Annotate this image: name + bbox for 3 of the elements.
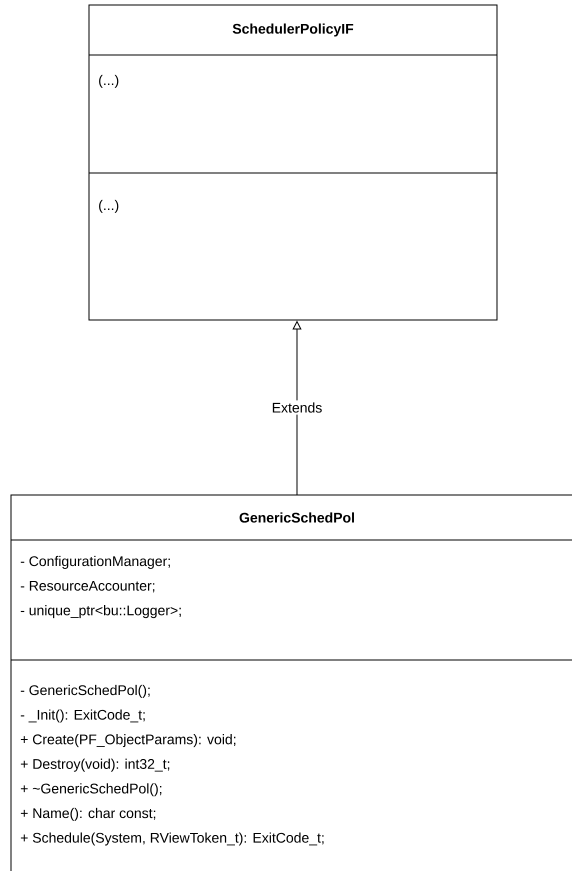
class-box: SchedulerPolicyIF (...) (...) [88,4,498,320]
class-box: GenericSchedPol - ConfigurationManager; - ResourceAccounter; - unique_ptr<bu::Logger>; - GenericSchedPol(); - _Init(): ExitCode_t; + Create(PF_ObjectParams): void; + Destroy(void): int32_t; + ~GenericSchedPol(); + Name(): char const; + Schedule(System, RViewToken_t): ExitCode_t; [10,494,572,871]
edge-label: Extends [272,402,322,413]
